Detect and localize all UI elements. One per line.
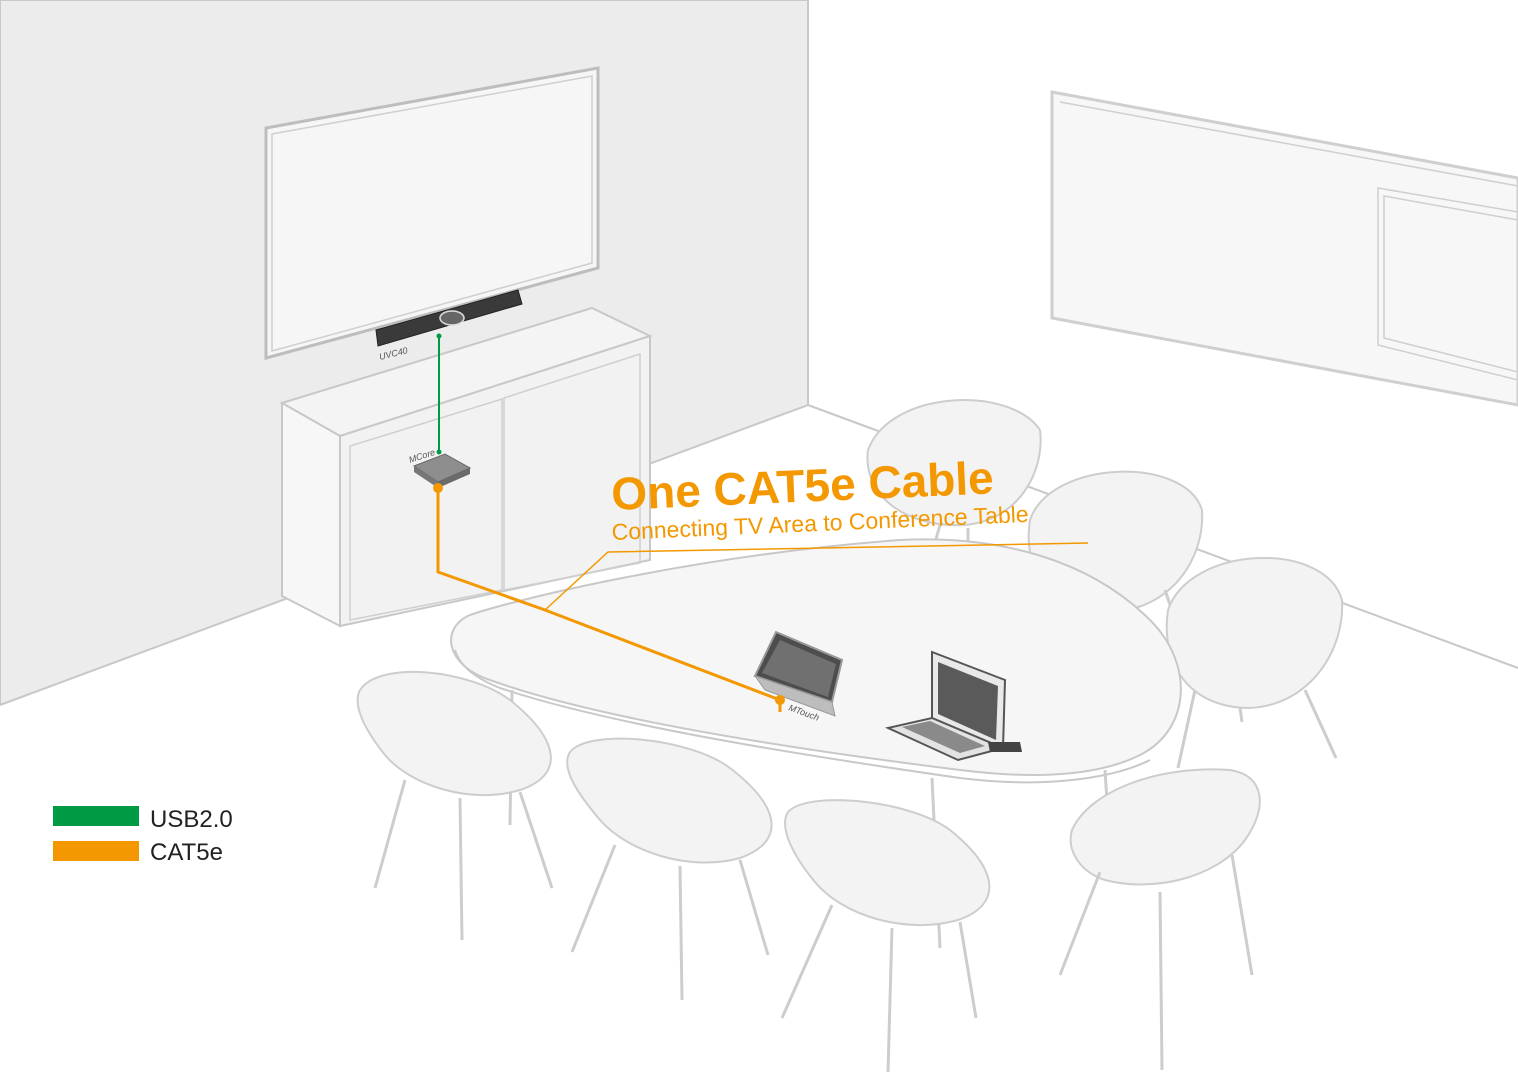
- chair-front-2: [566, 737, 773, 1001]
- legend-swatch-usb: [53, 806, 139, 826]
- mtouch-panel: [753, 630, 844, 717]
- legend: USB2.0 CAT5e: [53, 806, 233, 866]
- chair-front-4: [1058, 768, 1261, 1071]
- callout-leader: [544, 542, 1089, 611]
- whiteboard: [1050, 90, 1518, 407]
- cat5e-endpoint-touch: [775, 695, 785, 705]
- tv-screen: [264, 66, 600, 360]
- chair-front-1: [356, 670, 554, 941]
- chair-back-3: [1165, 556, 1344, 769]
- laptop: [884, 650, 1022, 762]
- legend-label-usb: USB2.0: [150, 806, 233, 833]
- tv-cabinet-side: [281, 401, 341, 628]
- cat5e-endpoint-hub: [433, 483, 443, 493]
- legend-label-cat5e: CAT5e: [150, 839, 223, 866]
- legend-swatch-cat5e: [53, 841, 139, 861]
- chair-front-3: [780, 799, 991, 1073]
- camera-lens: [439, 310, 465, 326]
